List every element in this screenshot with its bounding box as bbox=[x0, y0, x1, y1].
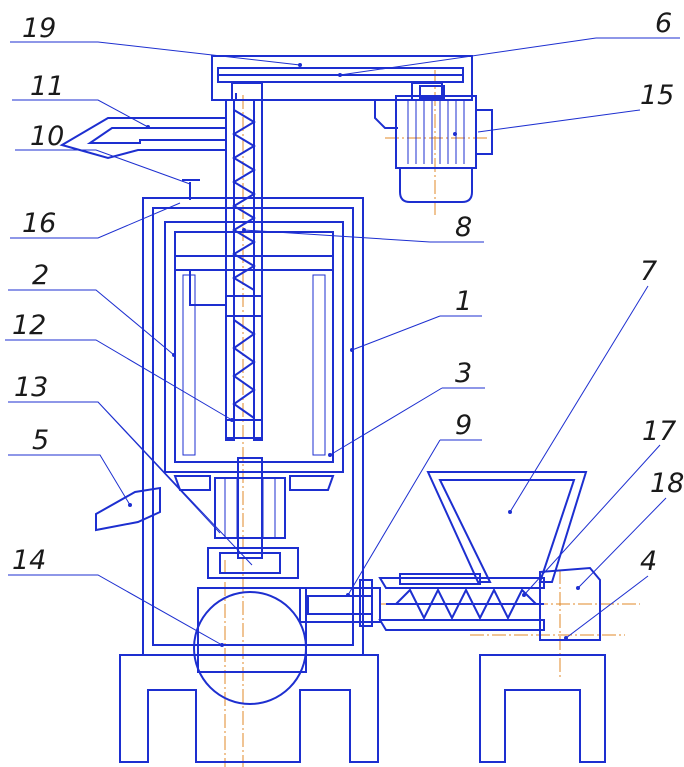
label-12: 12 bbox=[12, 310, 46, 341]
label-5: 5 bbox=[32, 425, 49, 456]
label-15: 15 bbox=[640, 80, 674, 111]
side-spout bbox=[95, 486, 161, 532]
label-3: 3 bbox=[455, 358, 472, 389]
leader-lines bbox=[5, 37, 680, 646]
label-1: 1 bbox=[455, 286, 472, 317]
label-4: 4 bbox=[640, 546, 657, 577]
part-labels: 19 6 11 15 10 16 8 7 2 1 12 3 13 9 17 5 … bbox=[12, 8, 684, 577]
leader-dots bbox=[128, 63, 580, 647]
label-11: 11 bbox=[30, 71, 64, 102]
hopper bbox=[426, 471, 588, 583]
feeder-drive bbox=[539, 566, 601, 641]
label-9: 9 bbox=[455, 410, 472, 441]
drive-shaft-assembly bbox=[173, 457, 335, 579]
label-7: 7 bbox=[640, 256, 657, 287]
base-stands bbox=[119, 654, 606, 763]
label-2: 2 bbox=[32, 260, 49, 291]
label-18: 18 bbox=[650, 468, 684, 499]
discharge-spout bbox=[59, 117, 227, 160]
label-19: 19 bbox=[22, 13, 56, 44]
label-6: 6 bbox=[655, 8, 672, 39]
top-belt-housing bbox=[211, 55, 473, 101]
label-13: 13 bbox=[14, 372, 48, 403]
label-16: 16 bbox=[22, 208, 56, 239]
gear-motor bbox=[193, 587, 307, 705]
label-8: 8 bbox=[455, 212, 472, 243]
label-17: 17 bbox=[642, 416, 676, 447]
label-14: 14 bbox=[12, 545, 46, 576]
vertical-screw-conveyor bbox=[225, 93, 263, 441]
center-axes bbox=[224, 70, 640, 767]
label-10: 10 bbox=[30, 121, 64, 152]
horizontal-screw-feeder bbox=[299, 573, 545, 631]
electric-motor bbox=[374, 85, 493, 203]
